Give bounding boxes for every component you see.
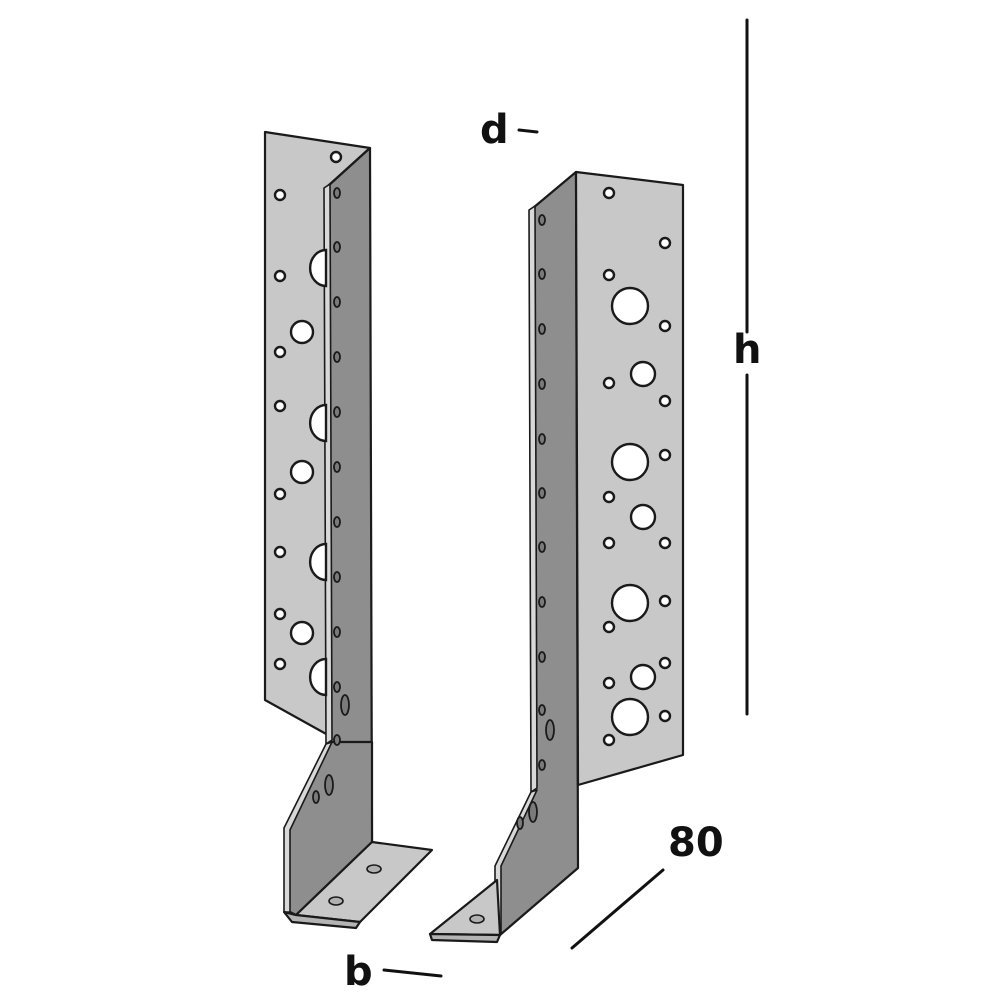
- right-bracket: [428, 170, 685, 944]
- dimension-line-80: [570, 868, 665, 950]
- dimension-label-d: d: [480, 107, 509, 153]
- foot-hole: [366, 864, 382, 874]
- left-bracket-foot-edge: [282, 910, 362, 930]
- right-front-holes: [602, 186, 672, 747]
- dimension-width-80: 80: [570, 820, 724, 950]
- dimension-d: d: [480, 107, 539, 153]
- right-bracket-flange-edge: [528, 205, 538, 793]
- right-bracket-side-flange: [495, 170, 580, 937]
- dimension-line-b: [382, 968, 443, 978]
- right-bracket-foot-edge: [428, 932, 502, 944]
- right-bracket-foot: [428, 878, 502, 937]
- dimension-line-d: [517, 128, 539, 134]
- right-flange-holes: [516, 214, 555, 830]
- left-flange-holes: [312, 187, 350, 804]
- left-front-holes: [273, 150, 343, 697]
- dimension-label-b: b: [344, 949, 373, 995]
- dimension-b: b: [344, 949, 443, 995]
- dimension-label-h: h: [733, 327, 761, 373]
- dimension-label-80: 80: [668, 820, 724, 866]
- left-bracket-leg-edge: [283, 741, 333, 913]
- dimension-h: h: [733, 18, 761, 716]
- foot-hole: [469, 914, 485, 924]
- foot-hole: [328, 896, 344, 906]
- left-bracket: [263, 130, 434, 930]
